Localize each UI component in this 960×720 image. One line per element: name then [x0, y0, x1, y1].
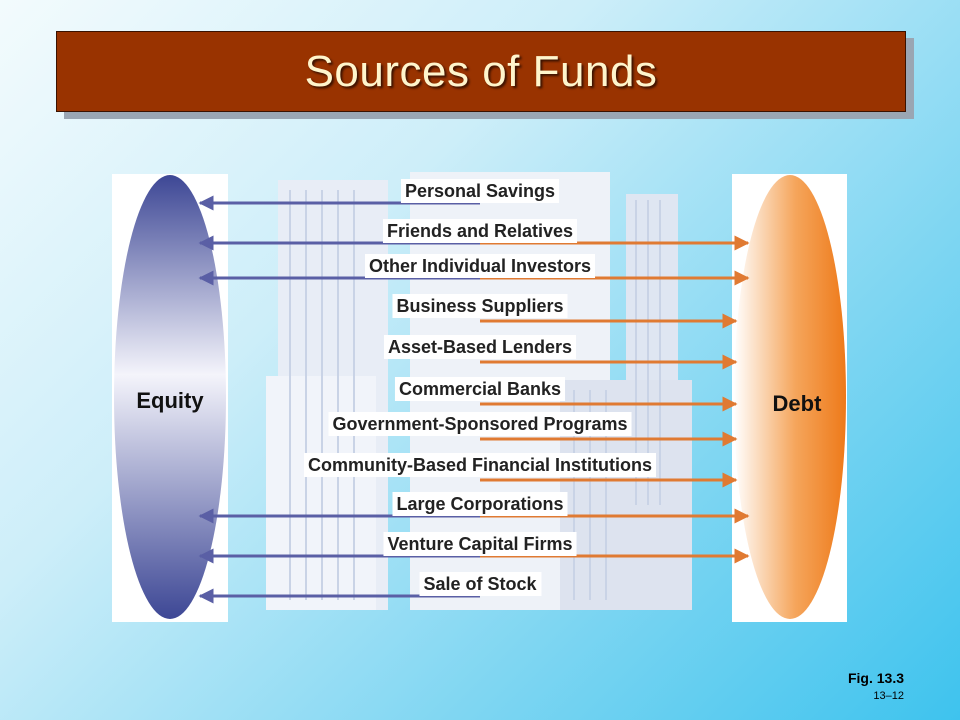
title-banner: Sources of Funds [56, 31, 906, 112]
source-label-background [328, 412, 632, 436]
slide-title: Sources of Funds [304, 46, 658, 96]
source-label: Asset-Based Lenders [388, 337, 572, 357]
source-label: Commercial Banks [399, 379, 561, 399]
source-label: Government-Sponsored Programs [332, 414, 627, 434]
source-label: Personal Savings [405, 181, 555, 201]
source-label-background [382, 219, 578, 243]
source-label: Community-Based Financial Institutions [308, 455, 652, 475]
debt-ellipse [734, 175, 846, 619]
source-label-background [303, 453, 657, 477]
equity-ellipse [114, 175, 226, 619]
source-label-background [419, 572, 542, 596]
source-label-background [364, 254, 596, 278]
source-label-background [383, 335, 577, 359]
source-label: Venture Capital Firms [387, 534, 572, 554]
source-label-background [394, 377, 566, 401]
source-label: Other Individual Investors [369, 256, 591, 276]
source-label-background [392, 294, 568, 318]
window-stripes [289, 190, 661, 600]
source-label: Business Suppliers [396, 296, 563, 316]
source-label: Large Corporations [396, 494, 563, 514]
source-label: Friends and Relatives [387, 221, 573, 241]
source-label-background [400, 179, 560, 203]
source-label-background [392, 492, 568, 516]
source-label: Sale of Stock [423, 574, 537, 594]
source-label-background [383, 532, 577, 556]
equity-label: Equity [136, 388, 204, 413]
page-number: 13–12 [873, 690, 904, 702]
figure-label: Fig. 13.3 [847, 670, 904, 686]
debt-label: Debt [773, 391, 823, 416]
